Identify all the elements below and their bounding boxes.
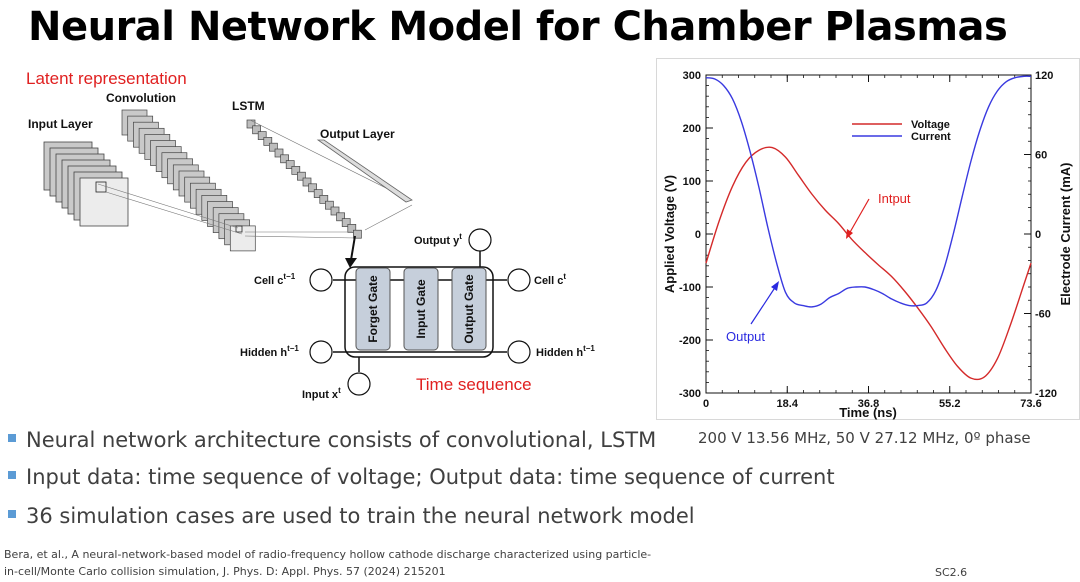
x-axis-label: Time (ns) bbox=[839, 405, 897, 420]
cell-next-node bbox=[507, 268, 531, 292]
lstm-unit bbox=[302, 177, 312, 187]
latent-representation-label: Latent representation bbox=[26, 69, 187, 88]
lstm-unit bbox=[285, 160, 295, 169]
y-left-tick-label: -100 bbox=[679, 282, 701, 294]
lstm-label: LSTM bbox=[232, 99, 265, 113]
input-layer-stack bbox=[43, 141, 129, 227]
lstm-to-cell-arrow bbox=[350, 235, 356, 261]
convolution-stack bbox=[121, 109, 256, 252]
time-sequence-label: Time sequence bbox=[416, 375, 532, 394]
reference-line-1: Bera, et al., A neural-network-based mod… bbox=[4, 548, 652, 561]
legend-entry: Current bbox=[911, 131, 951, 143]
x-tick-label: 73.6 bbox=[1020, 398, 1041, 410]
lstm-stack bbox=[246, 119, 362, 239]
output-gate-label: Output Gate bbox=[462, 274, 476, 344]
y-right-tick-label: -60 bbox=[1035, 309, 1051, 321]
legend-entry: Voltage bbox=[911, 119, 950, 131]
lstm-unit bbox=[336, 212, 345, 222]
cell-prev-label: Cell ct−1 bbox=[254, 272, 296, 287]
input-layer-slice bbox=[79, 177, 129, 227]
cell-next-label: Cell ct bbox=[534, 272, 566, 287]
annotation-input-arrow bbox=[848, 198, 870, 235]
lstm-unit bbox=[291, 166, 301, 175]
y-right-tick-label: 120 bbox=[1035, 70, 1053, 82]
bullet-square-icon bbox=[8, 434, 16, 442]
bullet-item: Neural network architecture consists of … bbox=[8, 428, 656, 452]
slide-title: Neural Network Model for Chamber Plasmas bbox=[28, 4, 1008, 50]
annotation-output-arrowhead bbox=[771, 281, 779, 291]
gate-output: Output Gate bbox=[451, 267, 487, 351]
reference-line-2: in-cell/Monte Carlo collision simulation… bbox=[4, 565, 446, 578]
voltage-current-chart: 0 18.4 36.8 55.2 73.6 300 200 100 0 -100 -200 -300 1… bbox=[656, 58, 1080, 420]
lstm-unit bbox=[313, 189, 323, 198]
lstm-unit bbox=[257, 131, 267, 140]
hidden-prev-node bbox=[309, 340, 333, 364]
y-right-tick-label: -120 bbox=[1035, 388, 1057, 400]
input-layer-label: Input Layer bbox=[28, 117, 93, 131]
arrow-head bbox=[345, 258, 357, 268]
hidden-next-node bbox=[507, 340, 531, 364]
lstm-unit bbox=[297, 171, 306, 181]
conv-receptive-field bbox=[235, 225, 243, 233]
series-current-line bbox=[705, 75, 1032, 308]
bullet-item: 36 simulation cases are used to train th… bbox=[8, 504, 695, 528]
chart-frame bbox=[656, 58, 1080, 420]
y-left-tick-label: -200 bbox=[679, 335, 701, 347]
lstm-unit bbox=[274, 148, 284, 158]
bullet-square-icon bbox=[8, 510, 16, 518]
y-right-tick-label: 0 bbox=[1035, 229, 1041, 241]
layer-connectors bbox=[97, 119, 413, 239]
y-axis-right-label: Electrode Current (mA) bbox=[1058, 162, 1073, 305]
annotation-output-arrow bbox=[750, 285, 777, 325]
series-voltage-line bbox=[705, 146, 1032, 381]
lstm-unit bbox=[246, 119, 256, 129]
output-layer-slab bbox=[316, 139, 413, 203]
input-gate-label: Input Gate bbox=[414, 279, 428, 339]
lstm-unit bbox=[325, 200, 334, 210]
output-node bbox=[468, 228, 492, 252]
lstm-unit bbox=[280, 154, 289, 164]
lstm-unit bbox=[263, 137, 273, 146]
convolution-label: Convolution bbox=[106, 91, 176, 105]
gate-forget: Forget Gate bbox=[355, 267, 391, 351]
lstm-unit bbox=[347, 224, 357, 233]
output-y-label: Output yt bbox=[414, 232, 462, 247]
cell-prev-node bbox=[309, 268, 333, 292]
slide-number: SC2.6 bbox=[935, 566, 968, 579]
y-right-tick-label: 60 bbox=[1035, 150, 1047, 162]
lstm-unit bbox=[330, 206, 340, 216]
forget-gate-label: Forget Gate bbox=[366, 275, 380, 343]
x-tick-label: 36.8 bbox=[858, 398, 879, 410]
y-left-tick-label: 100 bbox=[683, 176, 701, 188]
convolution-slice bbox=[229, 225, 256, 252]
annotation-input: Intput bbox=[878, 191, 911, 206]
lstm-unit bbox=[319, 195, 329, 204]
y-axis-left-label: Applied Voltage (V) bbox=[662, 175, 677, 293]
input-node bbox=[347, 372, 371, 396]
y-left-tick-label: 300 bbox=[683, 70, 701, 82]
x-tick-label: 18.4 bbox=[777, 398, 799, 410]
y-left-tick-label: 0 bbox=[695, 229, 701, 241]
network-architecture-diagram: Latent representation Convolution LSTM I… bbox=[26, 69, 595, 401]
receptive-field bbox=[95, 181, 107, 193]
x-tick-label: 0 bbox=[703, 398, 709, 410]
output-layer-label: Output Layer bbox=[320, 127, 395, 141]
input-x-label: Input xt bbox=[302, 386, 341, 401]
lstm-unit bbox=[252, 125, 261, 135]
lstm-unit bbox=[353, 229, 362, 239]
annotation-output: Output bbox=[726, 329, 765, 344]
x-tick-label: 55.2 bbox=[939, 398, 960, 410]
y-left-tick-label: -300 bbox=[679, 388, 701, 400]
bullet-square-icon bbox=[8, 471, 16, 479]
gate-input: Input Gate bbox=[403, 267, 439, 351]
y-left-tick-label: 200 bbox=[683, 123, 701, 135]
lstm-unit bbox=[341, 218, 351, 227]
hidden-prev-label: Hidden ht−1 bbox=[240, 344, 299, 359]
bullet-item: Input data: time sequence of voltage; Ou… bbox=[8, 465, 835, 489]
hidden-next-label: Hidden ht−1 bbox=[536, 344, 595, 359]
lstm-unit bbox=[269, 142, 278, 152]
lstm-unit bbox=[308, 183, 317, 193]
annotation-input-arrowhead bbox=[846, 229, 853, 239]
chart-caption: 200 V 13.56 MHz, 50 V 27.12 MHz, 0º phas… bbox=[698, 429, 1031, 447]
